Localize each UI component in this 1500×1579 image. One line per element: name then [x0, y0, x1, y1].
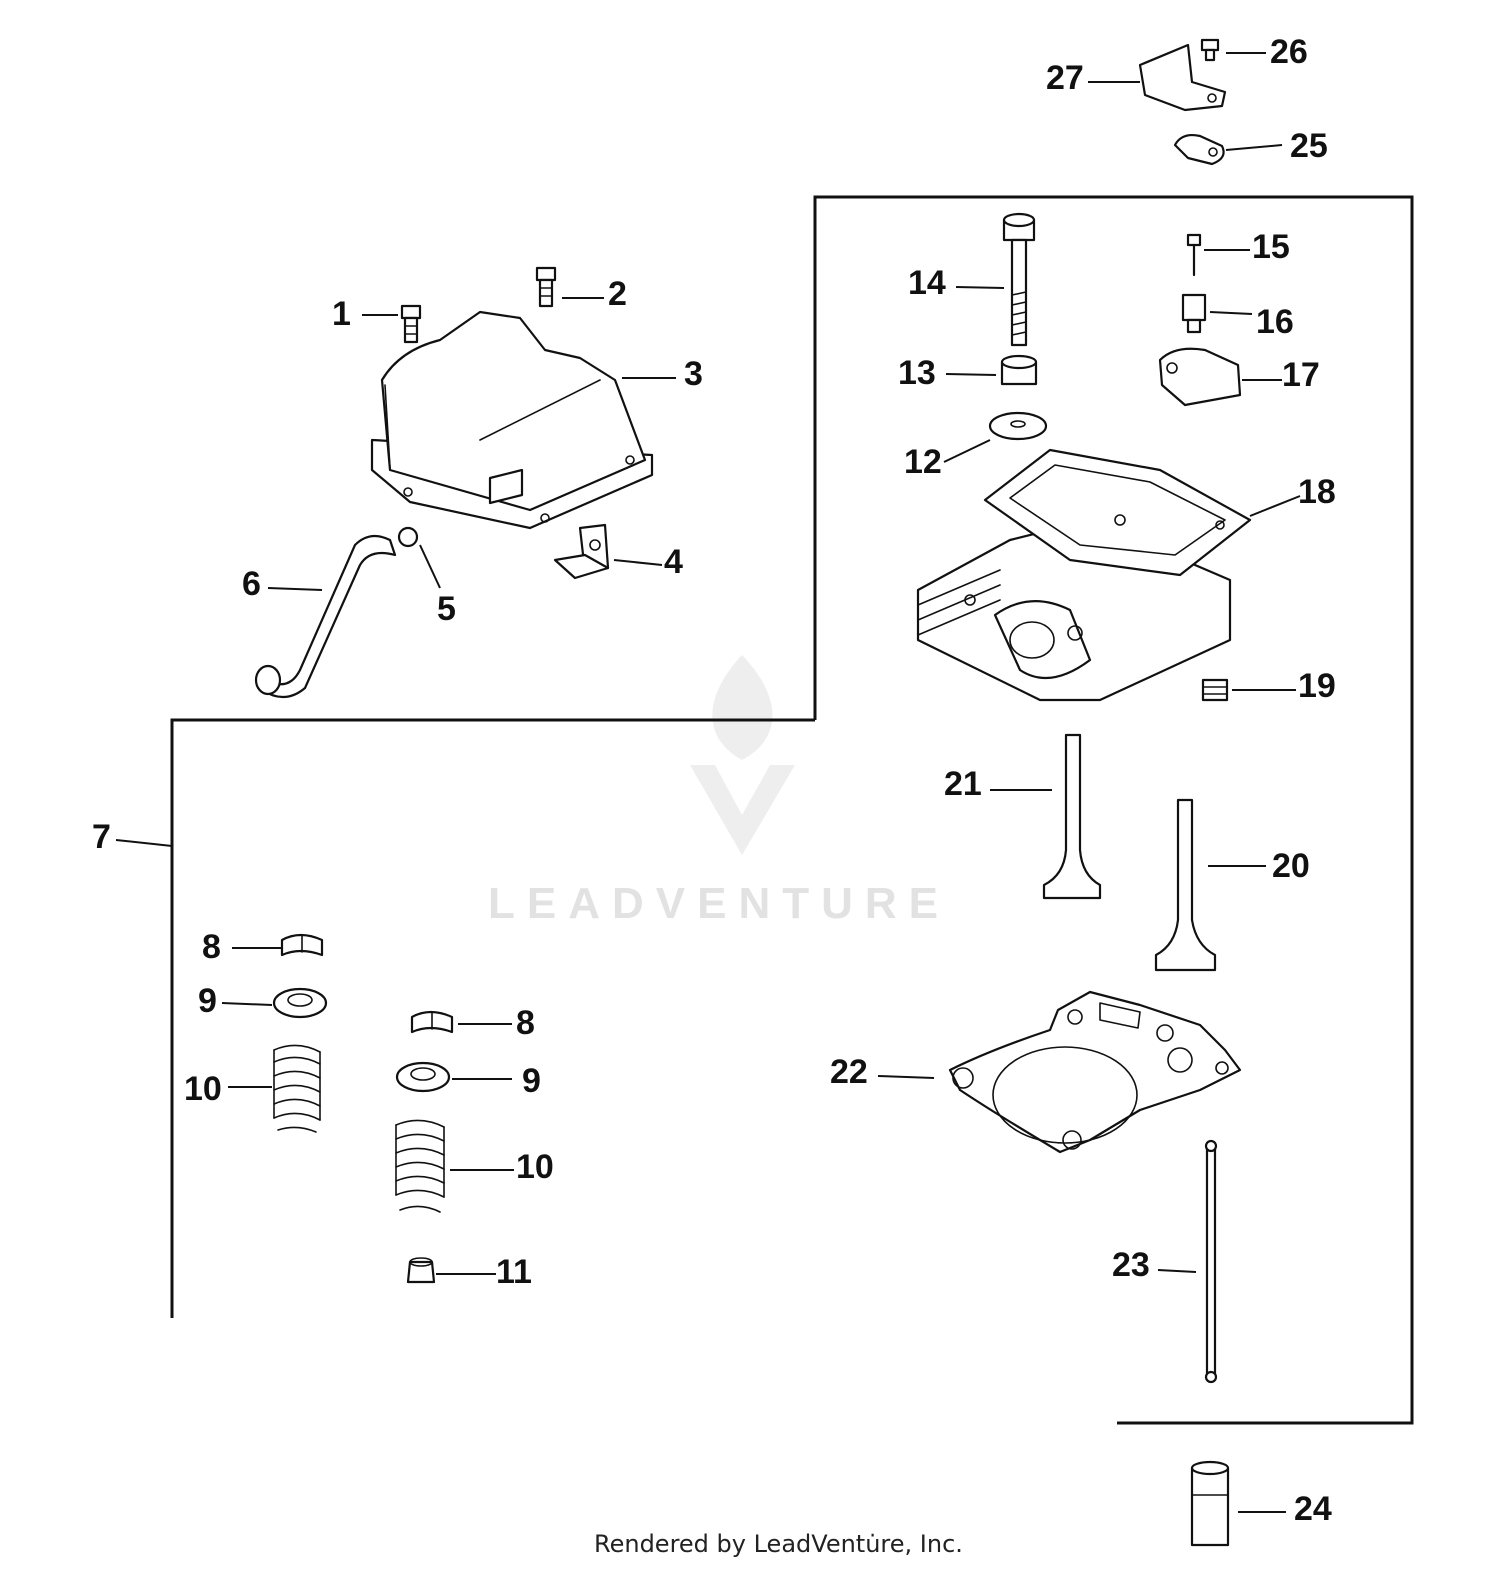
callout-labels: 1 2 3 4 5 6 7 8 9 10 8 9 10 11 12 13 14 …	[92, 33, 1336, 1528]
callout-13: 13	[898, 354, 936, 392]
footer-credit: Rendered by LeadVentu̇re, Inc.	[594, 1530, 963, 1558]
part-24-lifter	[1190, 1460, 1230, 1547]
part-23-push-rod	[1204, 1139, 1218, 1384]
callout-27: 27	[1046, 59, 1084, 97]
callout-6: 6	[242, 565, 261, 603]
callout-24: 24	[1294, 1490, 1332, 1528]
callout-25: 25	[1290, 127, 1328, 165]
callout-12: 12	[904, 443, 942, 481]
leadventure-watermark: LEADVENTURE	[488, 655, 950, 928]
callout-8-right: 8	[516, 1004, 535, 1042]
part-9-retainer-left	[272, 987, 328, 1019]
leader-lines	[115, 52, 1301, 1513]
part-10-spring-right	[395, 1119, 445, 1213]
callout-10-right: 10	[516, 1148, 554, 1186]
part-10-spring-left	[273, 1044, 321, 1133]
part-6-breather-hose	[254, 534, 397, 699]
callout-7: 7	[92, 818, 111, 856]
callout-17: 17	[1282, 356, 1320, 394]
part-13-spacer	[1000, 354, 1038, 386]
callout-8-left: 8	[202, 928, 221, 966]
part-3-valve-cover	[370, 310, 654, 530]
part-8-keeper-left	[280, 933, 324, 957]
callout-21: 21	[944, 765, 982, 803]
part-19-plug	[1201, 678, 1229, 702]
callout-22: 22	[830, 1053, 868, 1091]
assembly-frames	[170, 195, 1414, 1425]
cylinder-head-kit-frame	[813, 195, 1414, 1425]
callout-19: 19	[1298, 667, 1336, 705]
part-18-cylinder-head	[916, 448, 1252, 702]
callout-4: 4	[664, 543, 683, 581]
part-20-valve	[1154, 798, 1217, 972]
part-17-rocker-arm	[1158, 347, 1242, 407]
part-11-valve-seal	[406, 1257, 436, 1284]
part-25-plate	[1173, 133, 1225, 166]
leadventure-flame-logo	[690, 655, 795, 855]
part-5-clamp	[397, 526, 419, 548]
callout-20: 20	[1272, 847, 1310, 885]
callout-5: 5	[437, 590, 456, 628]
callout-23: 23	[1112, 1246, 1150, 1284]
part-22-head-gasket	[948, 990, 1242, 1154]
callout-26: 26	[1270, 33, 1308, 71]
callout-10-left: 10	[184, 1070, 222, 1108]
part-4-bracket	[553, 523, 610, 580]
part-8-keeper-right	[410, 1010, 454, 1034]
part-27-shield	[1138, 43, 1227, 112]
callout-2: 2	[608, 275, 627, 313]
part-9-retainer-right	[395, 1061, 451, 1093]
watermark-brand: LEADVENTURE	[488, 879, 950, 928]
part-14-head-bolt	[1002, 212, 1036, 347]
callout-18: 18	[1298, 473, 1336, 511]
part-21-valve	[1042, 733, 1102, 900]
valve-kit-frame	[170, 718, 815, 1318]
part-2-screw	[535, 266, 557, 308]
part-15-stud	[1186, 233, 1202, 277]
part-26-screw	[1200, 38, 1220, 62]
callout-15: 15	[1252, 228, 1290, 266]
callout-9-right: 9	[522, 1062, 541, 1100]
part-1-screw	[400, 304, 422, 344]
callout-3: 3	[684, 355, 703, 393]
callout-11: 11	[496, 1253, 532, 1291]
callout-9-left: 9	[198, 982, 217, 1020]
part-16-pivot	[1181, 293, 1207, 334]
callout-14: 14	[908, 264, 946, 302]
callout-1: 1	[332, 295, 351, 333]
part-12-washer	[988, 411, 1048, 441]
callout-16: 16	[1256, 303, 1294, 341]
